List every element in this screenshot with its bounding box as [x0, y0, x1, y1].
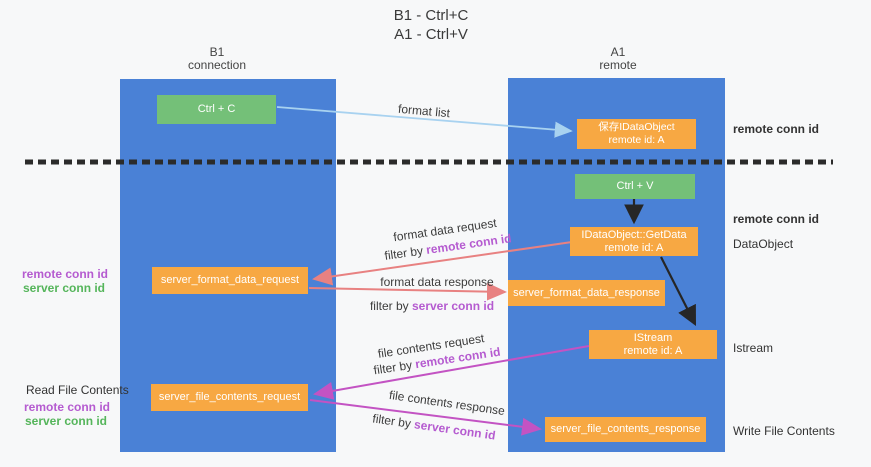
node-file-request-label: server_file_contents_request	[158, 391, 301, 403]
annotation-file-conn-ids: remote conn id server conn id	[24, 400, 111, 428]
annotation-remote-conn-id-mid: remote conn id	[733, 212, 820, 226]
annotation-istream: Istream	[733, 341, 774, 355]
node-istream: IStream remote id: A	[589, 330, 717, 359]
edge-label-file-response-filter: filter by server conn id	[372, 411, 497, 442]
diagram-title: B1 - Ctrl+C A1 - Ctrl+V	[331, 6, 531, 44]
node-saved-idataobject: 保存IDataObject remote id: A	[577, 119, 696, 149]
node-server-file-contents-request: server_file_contents_request	[151, 384, 308, 411]
lane-header-a1: A1 remote	[558, 46, 678, 72]
lane-b1-title: B1	[209, 45, 225, 59]
lane-header-b1: B1 connection	[157, 46, 277, 72]
filter-by-prefix: filter by	[383, 243, 428, 263]
title-line-1: B1 - Ctrl+C	[393, 7, 469, 24]
node-ctrl-c: Ctrl + C	[157, 95, 276, 124]
lane-a1-title: A1	[610, 45, 626, 59]
annotation-format-conn-ids: remote conn id server conn id	[22, 267, 109, 295]
annotation-read-file-contents: Read File Contents	[26, 383, 129, 397]
annotation-left-remote-conn-id: remote conn id	[22, 267, 109, 281]
filter-key-server-conn-id: server conn id	[413, 417, 497, 443]
annotation-dataobject: DataObject	[733, 237, 794, 251]
annotation-write-file-contents: Write File Contents	[733, 424, 835, 438]
annotation-remote-conn-id-top: remote conn id	[733, 122, 820, 136]
node-server-format-data-request: server_format_data_request	[152, 267, 308, 294]
edge-label-format-list: format list	[397, 101, 451, 121]
node-getdata-line2: remote id: A	[604, 241, 664, 254]
node-file-response-label: server_file_contents_response	[550, 423, 701, 435]
node-getdata-line1: IDataObject::GetData	[581, 228, 687, 241]
node-ctrl-v-label: Ctrl + V	[616, 180, 654, 192]
node-istream-line1: IStream	[633, 331, 673, 344]
annotation-left-server-conn-id-2: server conn id	[24, 414, 108, 428]
lane-b1-subtitle: connection	[187, 58, 247, 72]
node-saved-idataobject-line1: 保存IDataObject	[598, 121, 675, 133]
annotation-left-remote-conn-id-2: remote conn id	[24, 400, 111, 414]
node-server-format-data-response: server_format_data_response	[508, 280, 665, 306]
annotation-left-server-conn-id: server conn id	[22, 281, 106, 295]
node-server-file-contents-response: server_file_contents_response	[545, 417, 706, 442]
node-ctrl-v: Ctrl + V	[575, 174, 695, 199]
lane-a1-subtitle: remote	[599, 58, 637, 72]
filter-by-prefix: filter by	[369, 299, 412, 313]
filter-by-prefix: filter by	[371, 411, 416, 432]
edge-label-file-contents-response: file contents response	[388, 387, 506, 419]
node-format-response-label: server_format_data_response	[513, 286, 660, 299]
node-ctrl-c-label: Ctrl + C	[197, 103, 236, 115]
edge-label-format-response-filter: filter by server conn id	[370, 299, 494, 313]
node-idataobject-getdata: IDataObject::GetData remote id: A	[570, 227, 698, 256]
edge-label-format-data-response: format data response	[380, 275, 494, 289]
filter-key-server-conn-id: server conn id	[411, 299, 495, 313]
title-line-2: A1 - Ctrl+V	[394, 26, 468, 43]
node-format-request-label: server_format_data_request	[160, 274, 300, 286]
node-istream-line2: remote id: A	[623, 344, 683, 357]
node-saved-idataobject-line2: remote id: A	[608, 134, 665, 146]
